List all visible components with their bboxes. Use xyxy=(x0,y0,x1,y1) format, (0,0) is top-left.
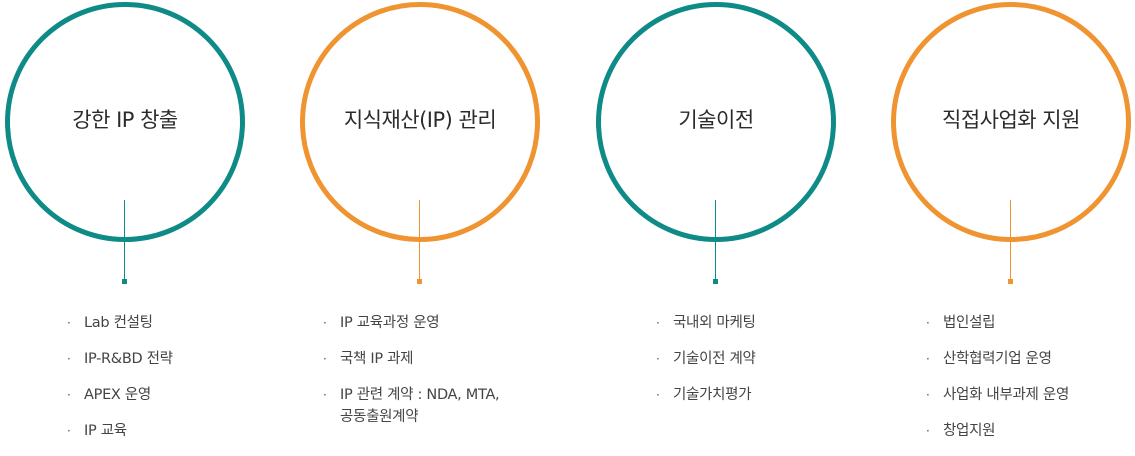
connector-dot xyxy=(1008,279,1013,284)
connector-line xyxy=(715,200,716,280)
bullet-icon: · xyxy=(323,352,327,366)
bullet-icon: · xyxy=(323,316,327,330)
circle-ip-management: 지식재산(IP) 관리 xyxy=(300,2,540,242)
list-item: ·IP 교육 xyxy=(67,420,173,442)
circle-direct-commercialization: 직접사업화 지원 xyxy=(891,2,1131,242)
column-ip-creation: 강한 IP 창출 ·Lab 컨설팅 ·IP-R&BD 전략 ·APEX 운영 ·… xyxy=(5,0,255,440)
bullet-icon: · xyxy=(67,352,71,366)
column-direct-commercialization: 직접사업화 지원 ·법인설립 ·산학협력기업 운영 ·사업화 내부과제 운영 ·… xyxy=(891,0,1135,440)
column-tech-transfer: 기술이전 ·국내외 마케팅 ·기술이전 계약 ·기술가치평가 xyxy=(596,0,846,440)
list-item: ·국내외 마케팅 xyxy=(656,312,756,334)
bullet-icon: · xyxy=(67,388,71,402)
connector-dot xyxy=(417,279,422,284)
connector-line xyxy=(419,200,420,280)
list-item: ·IP-R&BD 전략 xyxy=(67,348,173,370)
bullet-icon: · xyxy=(323,388,327,402)
item-list: ·법인설립 ·산학협력기업 운영 ·사업화 내부과제 운영 ·창업지원 xyxy=(926,312,1069,456)
bullet-icon: · xyxy=(656,352,660,366)
bullet-icon: · xyxy=(926,424,930,438)
circle-ip-creation: 강한 IP 창출 xyxy=(5,2,245,242)
bullet-icon: · xyxy=(656,388,660,402)
list-item: ·APEX 운영 xyxy=(67,384,173,406)
list-item: ·IP 교육과정 운영 xyxy=(323,312,499,334)
item-list: ·IP 교육과정 운영 ·국책 IP 과제 ·IP 관련 계약 : NDA, M… xyxy=(323,312,500,442)
circle-title: 강한 IP 창출 xyxy=(72,108,178,132)
list-item: ·기술가치평가 xyxy=(656,384,756,406)
list-item: ·법인설립 xyxy=(926,312,1069,334)
list-item: ·국책 IP 과제 xyxy=(323,348,499,370)
list-item: ·Lab 컨설팅 xyxy=(67,312,173,334)
column-ip-management: 지식재산(IP) 관리 ·IP 교육과정 운영 ·국책 IP 과제 ·IP 관련… xyxy=(300,0,550,440)
list-item: ·산학협력기업 운영 xyxy=(926,348,1069,370)
list-item: ·기술이전 계약 xyxy=(656,348,756,370)
bullet-icon: · xyxy=(926,388,930,402)
list-item: ·IP 관련 계약 : NDA, MTA, 공동출원계약 xyxy=(323,384,500,428)
circle-title: 지식재산(IP) 관리 xyxy=(343,108,497,132)
circle-tech-transfer: 기술이전 xyxy=(596,2,836,242)
circle-title: 직접사업화 지원 xyxy=(942,108,1080,132)
connector-line xyxy=(124,200,125,280)
bullet-icon: · xyxy=(67,316,71,330)
list-item: ·사업화 내부과제 운영 xyxy=(926,384,1069,406)
list-item: ·창업지원 xyxy=(926,420,1069,442)
circle-title: 기술이전 xyxy=(678,108,754,132)
bullet-icon: · xyxy=(656,316,660,330)
item-list: ·국내외 마케팅 ·기술이전 계약 ·기술가치평가 xyxy=(656,312,756,420)
connector-line xyxy=(1010,200,1011,280)
item-list: ·Lab 컨설팅 ·IP-R&BD 전략 ·APEX 운영 ·IP 교육 xyxy=(67,312,173,456)
bullet-icon: · xyxy=(926,316,930,330)
bullet-icon: · xyxy=(926,352,930,366)
bullet-icon: · xyxy=(67,424,71,438)
connector-dot xyxy=(122,279,127,284)
connector-dot xyxy=(713,279,718,284)
